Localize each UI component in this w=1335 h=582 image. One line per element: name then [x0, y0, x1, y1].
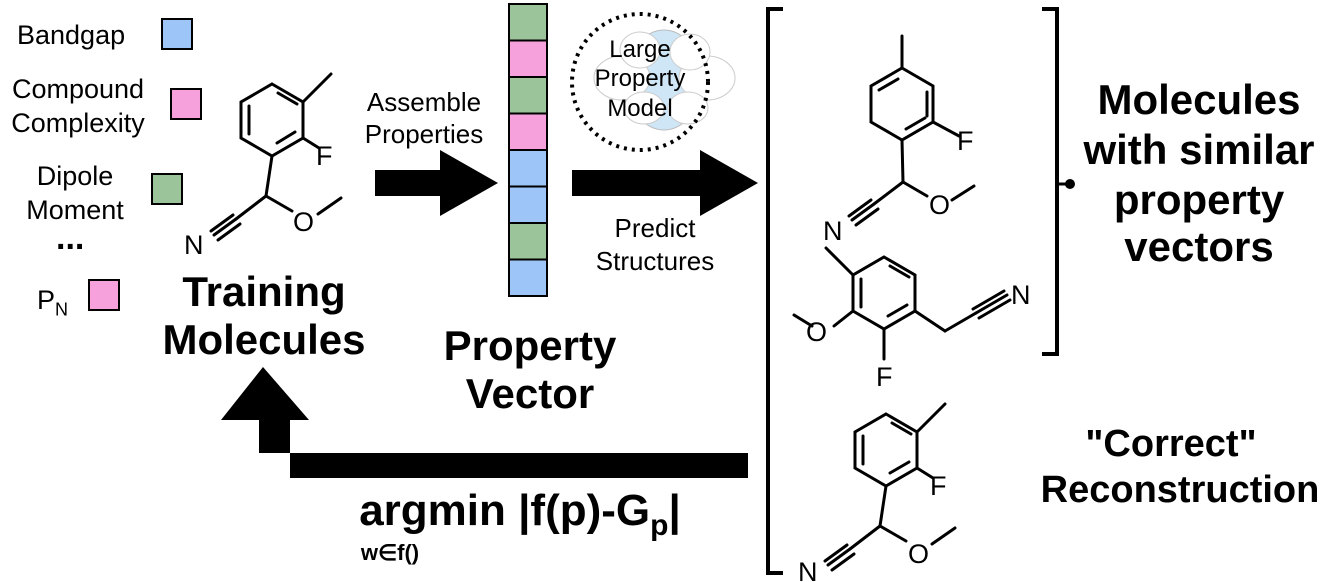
correct-atom-o: O	[908, 539, 929, 569]
loss-formula-subscript: p	[650, 508, 669, 542]
property-vector-title-2: Vector	[465, 370, 595, 417]
model-label-3: Model	[607, 95, 673, 122]
bracket-pointer-dot	[1065, 179, 1075, 189]
training-atom-n: N	[184, 230, 204, 260]
property-vector-cell	[508, 76, 548, 115]
left-bracket	[766, 7, 783, 575]
legend-compound-complexity-label-1: Compound	[11, 74, 145, 104]
correct-molecule	[823, 402, 957, 572]
result-caption-3: property	[1113, 176, 1285, 223]
legend-dipole-moment-label-2: Moment	[26, 195, 124, 225]
result2-atom-n: N	[1011, 280, 1031, 310]
correct-caption-1: "Correct"	[1085, 423, 1257, 465]
training-atom-o: O	[293, 207, 314, 237]
training-atom-f: F	[316, 141, 333, 171]
property-vector-cell	[508, 39, 548, 78]
loss-formula-close: |	[668, 486, 681, 535]
assemble-label-2: Properties	[364, 119, 484, 149]
legend-pn-subscript: N	[55, 299, 69, 320]
property-vector-cell	[508, 112, 548, 151]
correct-caption-2: Reconstruction	[1040, 469, 1320, 511]
assemble-arrow	[375, 150, 498, 216]
result2-atom-o: O	[806, 317, 827, 347]
right-bracket	[1042, 7, 1059, 356]
result-molecule-2	[792, 246, 1012, 361]
training-molecules-title-1: Training	[182, 268, 346, 315]
result1-atom-o: O	[929, 190, 950, 220]
legend-pn-base: P	[37, 285, 56, 315]
property-vector-cell	[508, 258, 548, 297]
model-label-1: Large	[609, 36, 671, 63]
legend-compound-complexity-label-2: Complexity	[11, 108, 145, 138]
result2-atom-f: F	[876, 362, 893, 392]
bandgap-swatch	[161, 18, 193, 50]
large-property-model-icon	[570, 12, 736, 152]
assemble-label-1: Assemble	[366, 87, 482, 117]
result-caption-4: vectors	[1124, 223, 1274, 270]
result1-atom-f: F	[957, 126, 974, 156]
loss-formula: argmin |f(p)-Gp|	[330, 485, 710, 552]
training-molecules-title-2: Molecules	[162, 316, 366, 363]
pn-swatch	[88, 279, 120, 311]
result-caption-1: Molecules	[1097, 76, 1301, 123]
correct-atom-f: F	[930, 471, 947, 501]
predict-arrow	[572, 150, 758, 216]
correct-atom-n: N	[798, 557, 818, 582]
result-caption-2: with similar	[1083, 126, 1315, 173]
legend-dipole-moment-label-1: Dipole	[36, 161, 114, 191]
result-molecule-1	[847, 34, 976, 227]
property-vector-title-1: Property	[443, 322, 617, 369]
result1-atom-n: N	[823, 216, 843, 246]
legend-pn-label: PN	[37, 284, 68, 325]
loss-formula-main: argmin |f(p)-G	[359, 486, 651, 535]
compound-complexity-swatch	[170, 88, 202, 120]
loss-formula-under: w∈f()	[360, 540, 420, 565]
training-molecule	[209, 72, 343, 242]
legend-bandgap-label: Bandgap	[17, 20, 126, 50]
property-vector-cell	[508, 3, 548, 42]
feedback-arrow-body	[259, 418, 748, 478]
property-vector-cell	[508, 149, 548, 188]
property-vector-cell	[508, 185, 548, 224]
dipole-moment-swatch	[151, 173, 183, 205]
legend-ellipsis: ...	[56, 219, 85, 257]
property-vector-stack	[508, 3, 548, 297]
predict-label-1: Predict	[614, 213, 696, 243]
predict-label-2: Structures	[595, 246, 715, 276]
property-vector-cell	[508, 222, 548, 261]
model-label-2: Property	[594, 65, 686, 92]
